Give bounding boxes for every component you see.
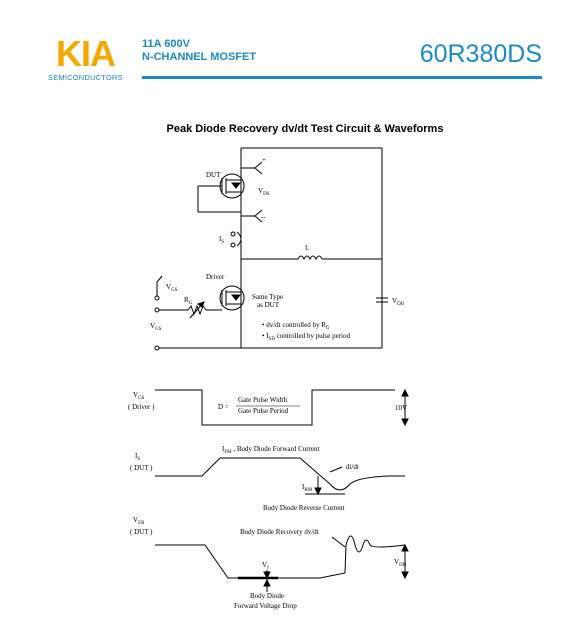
driver-label: Driver [206,273,225,281]
test-circuit [154,147,388,351]
didt-label: di/dt [346,463,359,471]
vgs-source-label: VGS [166,283,178,293]
ten-volt-label: 10V [395,404,407,412]
section-title: Peak Diode Recovery dv/dt Test Circuit &… [166,123,444,135]
plus-terminal-label: + [262,156,266,164]
vdd-label: VDD [392,297,405,307]
rg-label: RG [184,296,193,306]
inductor-label: L [305,244,309,252]
duty-d: D = [218,403,229,411]
vf-label: Vf [262,561,269,571]
wf-is-label: IS [135,452,140,462]
dut-label: DUT [206,171,221,179]
wf-driver-label: ( Driver ) [128,403,155,411]
is-probe-label: IS [219,235,224,245]
as-dut-label: as DUT [257,301,280,309]
vgs-bottom-label: VGS [150,322,162,332]
header-rule [142,76,542,79]
company-logo: KIA SEMICONDUCTORS [48,33,136,83]
vds-label: VDS [258,187,270,197]
forward-drop-label: Forward Voltage Drop [234,602,297,610]
wf-vdd-label: VDD [394,558,407,568]
wf-vds-label: VDS [133,516,145,526]
irm-label: IRM [302,483,313,493]
reverse-current-label: Body Diode Reverse Current [263,504,345,512]
wf-vds-dut-label: ( DUT ) [130,528,153,536]
recovery-dvdt-label: Body Diode Recovery dv/dt [240,528,319,536]
note-dvdt: • dv/dt controlled by RG [262,321,330,331]
product-rating: 11A 600V [142,38,190,50]
duty-numerator: Gate Pulse Width [238,396,287,404]
same-type-label: Same Type [252,293,283,301]
waveforms [155,388,409,592]
logo-subtitle: SEMICONDUCTORS [48,73,123,82]
logo-mark: KIA [56,33,116,74]
waveform-labels: VGS ( Driver ) D = Gate Pulse Width Gate… [128,391,407,610]
circuit-labels: DUT VDS + -- IS L Driver VGS RG Same Typ… [150,156,405,342]
note-isd: • ISD controlled by pulse period [262,332,350,342]
ifm-label: IFM , Body Diode Forward Current [222,445,320,455]
duty-denominator: Gate Pulse Period [238,407,289,415]
wf-is-dut-label: ( DUT ) [130,464,153,472]
body-diode-label: Body Diode [250,592,284,600]
minus-terminal-label: -- [261,213,266,221]
wf-vgs-label: VGS [133,391,145,401]
product-type: N-CHANNEL MOSFET [142,51,257,63]
part-number: 60R380DS [419,40,542,68]
